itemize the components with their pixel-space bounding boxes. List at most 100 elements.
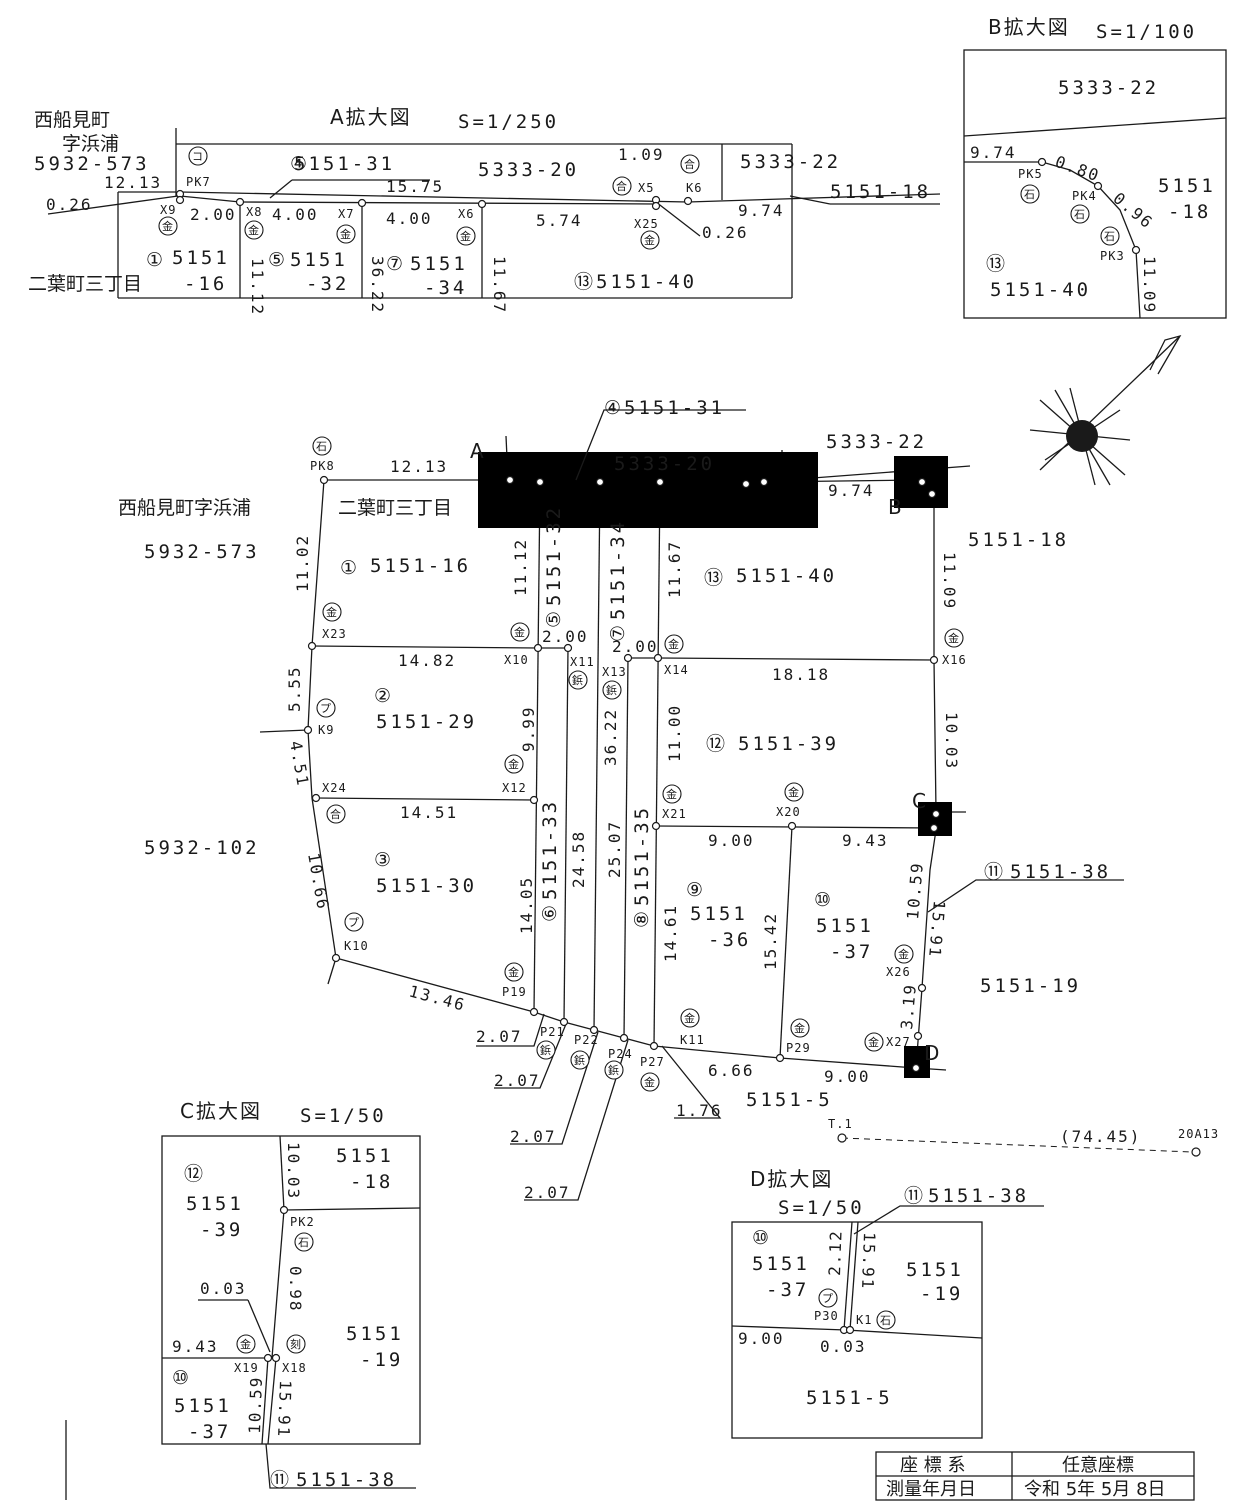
main-parcel-5151-39: 5151-39 [738, 733, 839, 755]
main-pt-label-k11: K11 [680, 1033, 705, 1047]
main-pt-x14 [653, 653, 663, 663]
detail-c-parcel-5151c: 5151 [346, 1323, 404, 1345]
main-marker-go-x24-glyph: 合 [330, 807, 341, 821]
main-pt-c2 [929, 823, 939, 833]
detail-c-pt-x19 [263, 1353, 273, 1363]
main-dim-900a: 9.00 [708, 831, 755, 850]
detail-a-dim-400a: 4.00 [272, 205, 319, 224]
detail-d-parcel-5151b: 5151 [906, 1259, 964, 1281]
main-dim-3622: 36.22 [601, 708, 620, 766]
detail-a-pt-label-k6: K6 [686, 181, 702, 195]
detail-a-pt-label-x6: X6 [458, 207, 474, 221]
detail-d-dim-212: 2.12 [825, 1229, 846, 1276]
main-parcel-5151-18: 5151-18 [968, 529, 1069, 551]
detail-a-pt-label-x5: X5 [638, 181, 654, 195]
detail-a-marker-go-k6-glyph: 合 [684, 157, 695, 171]
main-parcel-5151-32: 5151-32 [543, 505, 565, 606]
main-pt-label-p24: P24 [608, 1047, 633, 1061]
main-pt-label-p29: P29 [786, 1041, 811, 1055]
detail-c-line-top [279, 1135, 285, 1211]
detail-c-marker-ishi-pk2-glyph: 石 [298, 1236, 309, 1249]
main-line-x23-x10 [311, 645, 539, 649]
detail-a-parcel-5151-b: 5151 [290, 249, 348, 271]
detail-d-pt-k1 [845, 1325, 855, 1335]
main-marker-kin-p29-glyph: 金 [794, 1021, 805, 1035]
main-dim-974: 9.74 [828, 481, 875, 500]
detail-a-parcel-5151-31: 5151-31 [294, 153, 395, 175]
main-line-col1 [533, 481, 541, 1013]
main-place-futaba: 二葉町三丁目 [338, 497, 452, 519]
main-pt-x10 [533, 643, 543, 653]
main-marker-byo-x13-glyph: 鋲 [606, 683, 617, 697]
detail-b-dim-1109: 11.09 [1140, 256, 1159, 314]
main-pt-label-p22: P22 [574, 1033, 599, 1047]
main-num-6: ⑥ [539, 905, 561, 922]
detail-b-parcel-5333-22: 5333-22 [1058, 77, 1159, 99]
detail-c-dim-1003: 10.03 [284, 1142, 303, 1200]
main-parcel-5151-16: 5151-16 [370, 555, 471, 577]
detail-c-parcel-37: -37 [188, 1421, 231, 1443]
main-pt-a6 [759, 477, 769, 487]
main-pt-x26 [917, 983, 927, 993]
main-num-5: ⑤ [543, 611, 565, 628]
detail-c-num-12: ⑫ [184, 1163, 203, 1185]
main-marker-kin-k11-glyph: 金 [684, 1011, 695, 1025]
main-dim-2458: 24.58 [569, 830, 588, 888]
detail-d: D拡大図 S=1/50 ⑪ 5151-38 ⑩ 5151 -37 5151 -1… [731, 1167, 1044, 1439]
main-marker-byo-p24 [604, 1060, 624, 1080]
detail-c-dim-943: 9.43 [172, 1337, 219, 1356]
detail-a-marker-kin-x7 [336, 224, 356, 244]
main-num-9: ⑨ [686, 879, 703, 901]
detail-a-parcel-16: -16 [184, 273, 227, 295]
main-dim-555: 5.55 [285, 665, 304, 712]
main-marker-go-x24 [326, 804, 346, 824]
detail-d-marker-ishi-k1 [876, 1310, 896, 1330]
detail-c-pt-x18 [271, 1353, 281, 1363]
detail-c-dim-003: 0.03 [200, 1279, 247, 1298]
main-marker-kin-x23-glyph: 金 [326, 605, 337, 619]
detail-a: A拡大図 S=1/250 西船見町 字浜浦 5932-573 二葉町三丁目 [28, 105, 941, 316]
main-leader-176 [661, 1045, 722, 1119]
detail-a-marker-ko-glyph: コ [192, 150, 203, 163]
main-line-col4 [623, 657, 629, 1039]
main-dim-1818: 18.18 [772, 665, 830, 684]
main-marker-pu-k9-glyph: プ [320, 702, 331, 715]
main-parcel-5151-40: 5151-40 [736, 565, 837, 587]
detail-c-dim-1059: 10.59 [245, 1375, 266, 1434]
main-pt-pk8 [319, 475, 329, 485]
main-marker-byo-p22-glyph: 鋲 [574, 1053, 585, 1067]
main-leader-5151-38 [927, 879, 1124, 913]
main-line-col5 [653, 481, 661, 1047]
info-table-row1-label: 座 標 系 [900, 1455, 965, 1476]
main-pt-label-x20: X20 [776, 805, 801, 819]
detail-c-parcel-19: -19 [360, 1349, 403, 1371]
main-line-k10-tick [327, 957, 337, 985]
detail-a-marker-kin-x6-glyph: 金 [460, 229, 471, 243]
main-marker-kin-x12 [504, 754, 524, 774]
main-num-1: ① [340, 557, 357, 579]
main-marker-kin-x20-glyph: 金 [788, 785, 799, 799]
detail-b-parcel-5151-40: 5151-40 [990, 279, 1091, 301]
detail-d-dim-900: 9.00 [738, 1329, 785, 1348]
detail-c-marker-koku-x18 [286, 1334, 306, 1354]
main-num-10: ⑩ [814, 889, 831, 911]
detail-a-dim-109: 1.09 [618, 145, 665, 164]
main-marker-kin-p27 [640, 1072, 660, 1092]
main-parcel-5151-31: 5151-31 [624, 397, 725, 419]
detail-a-leader-026a [47, 195, 179, 215]
detail-c-pt-pk2 [279, 1205, 289, 1215]
main-parcel-5151-35: 5151-35 [631, 805, 653, 906]
detail-d-frame [731, 1221, 983, 1439]
detail-b: B拡大図 S=1/100 5333-22 5151 -18 ⑬ 5151-40 … [963, 15, 1227, 319]
main-marker-ishi-pk8 [312, 436, 332, 456]
detail-a-marker-kin-x9-glyph: 金 [162, 219, 173, 233]
detail-a-dim-1112: 11.12 [248, 258, 267, 316]
detail-b-pt-label-pk3: PK3 [1100, 249, 1125, 263]
main-dim-1591: 15.91 [925, 900, 949, 960]
info-table-row2-value: 令和 5年 5月 8日 [1024, 1479, 1166, 1500]
detail-a-dim-026b: 0.26 [702, 223, 749, 242]
detail-a-pt-x8 [235, 197, 245, 207]
detail-c-marker-koku-x18-glyph: 刻 [290, 1337, 301, 1351]
detail-d-pt-label-k1: K1 [856, 1313, 872, 1327]
detail-b-parcel-18: -18 [1168, 201, 1211, 223]
